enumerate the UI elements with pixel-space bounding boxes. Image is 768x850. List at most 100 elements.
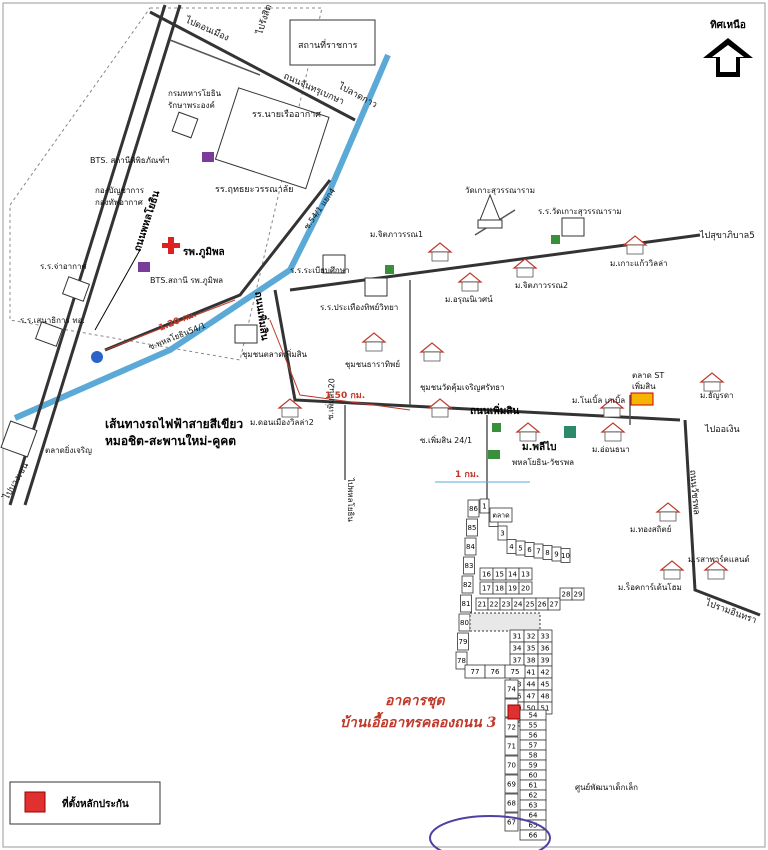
skytrain-line-2: หมอชิต-สะพานใหม่-คูคต (105, 433, 236, 449)
plot-cell: 5 (515, 540, 526, 556)
place-label: วัดเกาะสุวรรณาราม (465, 186, 535, 195)
plot-cell: 82 (461, 575, 474, 594)
place-label: ม.พลีไบ (522, 440, 557, 453)
village-house-icon (699, 372, 725, 392)
phahonyothin-road-edge (23, 4, 182, 506)
village-house-icon (457, 272, 483, 292)
plot-cell: 6 (524, 542, 535, 557)
village-house-icon (515, 422, 541, 442)
svg-text:57: 57 (529, 742, 538, 750)
svg-text:29: 29 (574, 591, 583, 599)
plot-cell: 25 (523, 597, 537, 611)
legend-swatch (24, 791, 46, 813)
svg-text:84: 84 (466, 543, 475, 551)
plot-cell: 65 (519, 819, 547, 831)
village-house-icon (600, 422, 626, 442)
place-label: รักษาพระองค์ (168, 100, 215, 110)
svg-text:5: 5 (518, 545, 522, 553)
svg-text:15: 15 (495, 571, 504, 579)
plot-cell: 22 (487, 597, 501, 611)
plot-cell: 44 (523, 677, 539, 691)
svg-text:7: 7 (536, 548, 540, 556)
svg-text:85: 85 (468, 524, 477, 532)
plot-cell: 7 (533, 543, 544, 559)
svg-text:81: 81 (462, 600, 471, 608)
svg-text:41: 41 (527, 669, 536, 677)
seven-eleven-icon (385, 265, 394, 274)
plot-cell: 77 (464, 664, 486, 679)
top-road-2 (169, 39, 261, 76)
svg-text:31: 31 (513, 633, 522, 641)
plot-cell: 4 (506, 539, 517, 554)
road-label: ไปออเงิน (704, 424, 740, 435)
village-house-icon (427, 398, 453, 418)
plot-cell: 42 (537, 665, 553, 679)
plot-cell: 13 (518, 567, 533, 581)
plot-cell: 61 (519, 779, 547, 791)
plot-cell: 18 (492, 581, 507, 595)
svg-text:80: 80 (460, 619, 469, 627)
place-label: ชุมชนตลาดเพิ่มสิน (242, 348, 308, 359)
project-title-1: อาคารชุด (385, 693, 446, 709)
village-house-icon (659, 560, 685, 580)
svg-text:78: 78 (457, 657, 466, 665)
svg-text:13: 13 (521, 571, 530, 579)
stamp (429, 815, 551, 850)
government-building (289, 19, 376, 66)
plot-cell: 66 (519, 829, 547, 841)
svg-text:51: 51 (541, 705, 550, 713)
plot-cell: 27 (547, 597, 561, 611)
plot-cell: 32 (523, 629, 539, 643)
plot-cell: 17 (479, 581, 494, 595)
market-st-icon (630, 392, 654, 406)
svg-text:70: 70 (507, 762, 516, 770)
plot-cell: 29 (571, 587, 585, 601)
svg-text:59: 59 (529, 762, 538, 770)
temple-base (477, 219, 503, 229)
project-title-2: บ้านเอื้ออาทรคลองถนน 3 (340, 711, 497, 731)
road-label: ถนนเพิ่มสิน (470, 403, 519, 417)
plot-cell: 48 (537, 689, 553, 703)
place-label: ชุมชนธาราทิพย์ (345, 359, 400, 369)
military-area-outline (9, 7, 323, 361)
plot-cell: 38 (523, 653, 539, 667)
building (364, 277, 388, 297)
place-label: ม.ร็อคการ์เด้นโฮม (618, 582, 682, 592)
place-label: กองทัพอากาศ (95, 198, 143, 207)
svg-text:3: 3 (500, 530, 504, 538)
gas-station-icon (91, 351, 103, 363)
svg-text:74: 74 (507, 686, 516, 694)
plot-cell: 79 (457, 632, 469, 651)
plot-cell: 67 (504, 812, 519, 832)
plot-cell: ตลาด (489, 507, 513, 523)
bts-icon (202, 152, 214, 162)
phahonyothin-road (8, 4, 167, 506)
svg-text:4: 4 (509, 543, 514, 551)
plot-cell: 24 (511, 597, 525, 611)
place-label: รร.ฤทธยะวรรณาลัย (215, 185, 293, 195)
skytrain-pointer (94, 249, 141, 331)
svg-text:26: 26 (538, 601, 547, 609)
svg-text:24: 24 (514, 601, 523, 609)
road-label: ไปดอนเมือง (183, 14, 231, 43)
distance-label: 1 กม. (455, 470, 479, 480)
svg-text:22: 22 (490, 601, 499, 609)
svg-text:39: 39 (541, 657, 550, 665)
road-label: ถนนวัชรพล (687, 469, 701, 515)
place-label: ม.จิตภาวรรณ2 (515, 281, 568, 290)
svg-text:60: 60 (529, 772, 538, 780)
plot-cell: 37 (509, 653, 525, 667)
plot-cell: 54 (519, 709, 547, 721)
svg-text:65: 65 (529, 822, 538, 830)
svg-text:75: 75 (511, 668, 520, 676)
svg-text:33: 33 (541, 633, 550, 641)
svg-text:38: 38 (527, 657, 536, 665)
svg-text:55: 55 (529, 722, 538, 730)
plot-cell: 64 (519, 809, 547, 821)
building (214, 87, 330, 190)
distance-arrow-120 (104, 299, 236, 351)
building (561, 217, 585, 237)
soi-phahon-54-1 (104, 179, 332, 352)
plot-cell: 85 (466, 518, 478, 537)
